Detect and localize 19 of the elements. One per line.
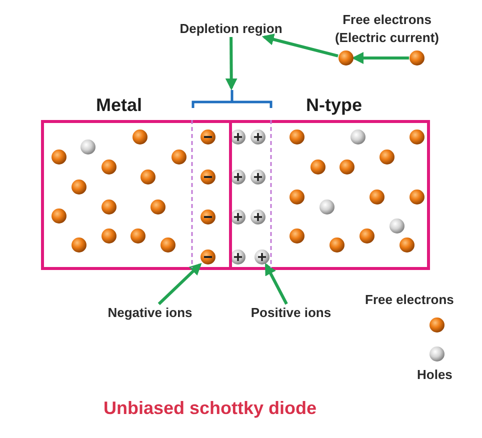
caption: Unbiased schottky diode xyxy=(102,398,318,419)
callout-text: Positive ions xyxy=(236,304,346,321)
electron xyxy=(338,50,354,66)
arrow xyxy=(225,36,238,90)
arrow xyxy=(158,263,202,306)
positive-ion xyxy=(254,249,270,265)
arrow xyxy=(352,52,409,64)
depletion-band xyxy=(190,88,274,268)
legend-text: Holes xyxy=(417,367,452,382)
legend-text: Free electrons xyxy=(365,292,454,307)
note-text: Free electrons (Electric current) xyxy=(334,11,440,47)
arrow xyxy=(262,34,338,58)
region-heading: Metal xyxy=(96,95,142,116)
callout-text: Depletion region xyxy=(175,20,287,37)
arrow xyxy=(264,262,288,305)
negative-ion xyxy=(200,249,216,265)
region-heading: N-type xyxy=(306,95,362,116)
electron xyxy=(409,50,425,66)
callout-text: Negative ions xyxy=(95,304,205,321)
